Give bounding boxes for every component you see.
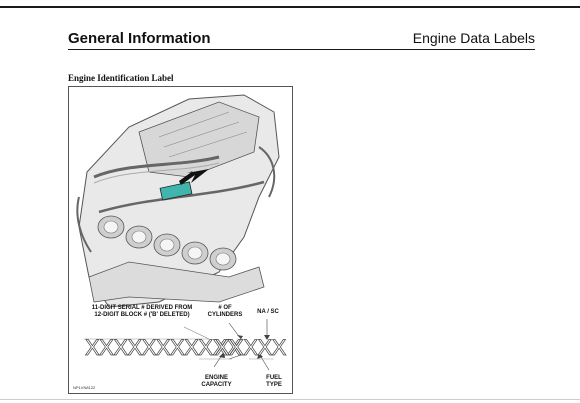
bottom-rule — [0, 399, 580, 400]
header-title: General Information — [68, 30, 211, 47]
page-header: General Information Engine Data Labels — [68, 30, 535, 50]
serial-placeholder: XXXXXXXXXXX — [85, 335, 242, 360]
na-sc-callout: NA / SC — [257, 309, 279, 315]
fuel-type-callout: FUEL TYPE — [266, 375, 282, 388]
cylinders-callout: # OF CYLINDERS — [207, 305, 243, 318]
code-placeholder: XXXXX — [215, 335, 287, 360]
top-rule — [0, 6, 580, 8]
engine-illustration — [76, 94, 280, 371]
engine-capacity-callout: ENGINE CAPACITY — [201, 375, 232, 388]
header-section-title: Engine Data Labels — [412, 30, 535, 46]
header-rule — [68, 49, 535, 50]
serial-callout: 11-DIGIT SERIAL # DERIVED FROM 12-DIGIT … — [91, 305, 193, 318]
section-title: Engine Identification Label — [68, 73, 174, 83]
engine-id-figure: 11-DIGIT SERIAL # DERIVED FROM 12-DIGIT … — [68, 86, 293, 394]
figure-id: NP1VN8122 — [73, 385, 96, 390]
engine-id-label — [159, 181, 193, 201]
pointer-arrow-icon — [179, 169, 209, 185]
